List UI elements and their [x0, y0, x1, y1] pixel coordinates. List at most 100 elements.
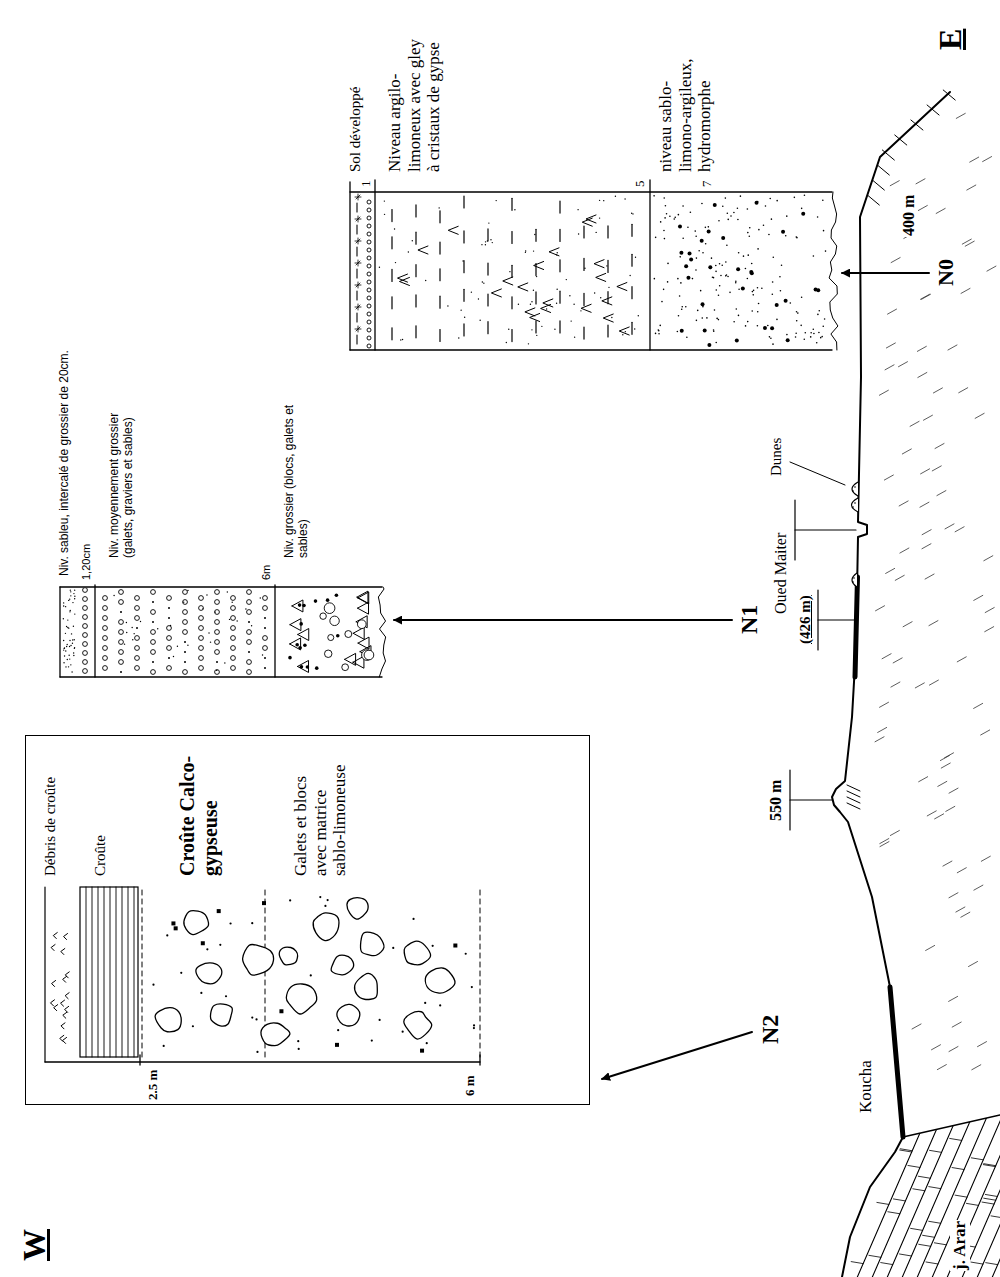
elevation-label: (426 m) [797, 594, 814, 645]
grain-dot [701, 302, 705, 306]
matrix-dot [229, 922, 231, 924]
silt-dot [464, 317, 465, 318]
clay-dash [415, 232, 416, 244]
sand-dot [716, 318, 718, 320]
gravel-dot [264, 657, 266, 659]
sand-dot [208, 632, 209, 633]
sand-dot [66, 626, 67, 627]
pebble [183, 600, 188, 605]
pebble [199, 626, 204, 631]
stratum-joint [950, 1138, 962, 1140]
hatch-stroke [919, 777, 928, 782]
clay-dash [559, 229, 560, 241]
hatch-stroke [974, 703, 983, 708]
sand-dot [816, 342, 818, 344]
sand-dot [126, 622, 127, 623]
debris-mark [50, 1000, 54, 1006]
hatch-stroke [937, 491, 946, 496]
sand-dot [747, 278, 749, 280]
slope-hatch [872, 180, 884, 190]
grain-dot [770, 326, 774, 330]
sand-dot [758, 303, 760, 305]
stratum-joint [888, 1212, 900, 1214]
outcrop-hatch [847, 785, 860, 791]
elevation-label: 400 m [900, 194, 918, 237]
silt-dot [574, 336, 575, 337]
sand-dot [654, 278, 656, 280]
hatch-stroke [945, 524, 954, 529]
dune-dot [852, 581, 854, 583]
pebble [135, 666, 140, 671]
sand-dot [72, 643, 73, 644]
stratum-joint [923, 1235, 935, 1237]
dunes [790, 462, 858, 587]
boulder [347, 898, 368, 919]
gypsum-crystal [602, 297, 612, 305]
silt-dot [594, 292, 595, 293]
sand-dot [745, 268, 747, 270]
clay-dash [535, 229, 536, 241]
hatch-stroke [885, 365, 894, 370]
pebble [247, 640, 252, 645]
sand-dot [187, 644, 188, 645]
silt-dot [556, 254, 557, 255]
stratum-joint [899, 1254, 911, 1256]
sand-dot [749, 235, 751, 237]
pebble [231, 616, 236, 621]
sand-dot [66, 646, 67, 647]
sand-dot [63, 605, 64, 606]
silt-dot [518, 304, 519, 305]
silt-dot [471, 291, 472, 292]
silt-dot [528, 343, 529, 344]
sand-dot [781, 265, 783, 267]
sand-dot [678, 214, 680, 216]
sand-dot [727, 219, 729, 221]
sand-dot [776, 319, 778, 321]
sand-dot [737, 207, 739, 209]
hatch-stroke [959, 388, 968, 393]
pebble [367, 272, 371, 276]
silt-dot [556, 303, 557, 304]
sand-dot [70, 664, 71, 665]
layer-boundary [94, 585, 95, 677]
depth-label: 6m [260, 564, 273, 581]
sand-dot [772, 293, 774, 295]
dune-dot [852, 490, 854, 492]
pebble [199, 666, 204, 671]
debris-mark [63, 1037, 67, 1043]
silt-dot [394, 228, 395, 229]
matrix-dot [392, 947, 394, 949]
sand-dot [794, 197, 796, 199]
hatch-stroke [949, 1047, 958, 1052]
sand-dot [822, 200, 824, 202]
stratum-joint [911, 1228, 923, 1230]
debris-mark [65, 993, 69, 999]
stratum-joint [893, 1199, 905, 1201]
hatch-stroke [955, 527, 964, 532]
sand-dot [65, 633, 66, 634]
elevation-marker [817, 590, 818, 650]
hatch-stroke [884, 475, 893, 480]
sand-dot [66, 644, 67, 645]
sand-dot [692, 278, 694, 280]
sand-dot [776, 200, 778, 202]
block-dot [326, 598, 330, 602]
sand-dot [687, 226, 689, 228]
silt-dot [460, 309, 461, 310]
boulder [313, 913, 339, 941]
clay-dash [511, 330, 512, 342]
block [345, 631, 352, 638]
block-dot [288, 656, 292, 660]
crust-lamina [110, 887, 111, 1057]
hatch-stroke [969, 962, 978, 967]
sand-dot [67, 659, 68, 660]
soil-star [356, 283, 360, 287]
sand-dot [236, 620, 237, 621]
silt-dot [584, 268, 585, 269]
sand-dot [772, 281, 774, 283]
silt-dot [506, 342, 507, 343]
sand-dot [718, 319, 720, 321]
sand-dot [738, 252, 740, 254]
stratum-line [898, 1057, 998, 1277]
sand-dot [767, 325, 769, 327]
